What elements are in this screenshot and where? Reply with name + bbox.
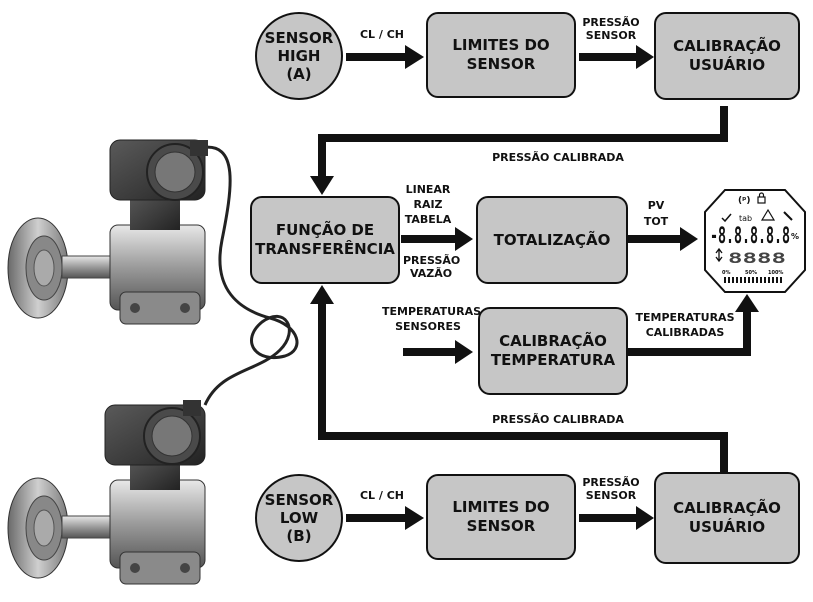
limites-top-line1: LIMITES DO	[452, 36, 550, 54]
arrow-sensor-high-to-limites	[346, 45, 424, 69]
limites-top-line2: SENSOR	[466, 55, 536, 73]
pressao-sensor-bottom-line1: PRESSÃO	[582, 476, 640, 489]
transmitter-bottom	[7, 400, 206, 585]
sensor-low-line1: SENSOR	[264, 491, 334, 509]
arrow-calib-temp-to-lcd	[628, 294, 759, 356]
limites-sensor-bottom-node: LIMITES DO SENSOR	[426, 474, 576, 560]
arrow-limites-to-calibracao-top	[579, 45, 654, 69]
limites-bottom-line1: LIMITES DO	[452, 498, 550, 516]
calibracao-usuario-top-node: CALIBRAÇÃO USUÁRIO	[654, 12, 800, 100]
pressao-sensor-top-line1: PRESSÃO	[582, 16, 640, 29]
sensor-high-line3: (A)	[286, 65, 312, 83]
temperaturas-calibradas-line1: TEMPERATURAS	[635, 311, 735, 324]
lcd-scale-50: 50%	[745, 270, 757, 276]
calib-temp-line2: TEMPERATURA	[490, 351, 616, 369]
arrow-calibracao-to-funcao-bottom	[310, 285, 728, 472]
arrow-sensor-low-to-limites	[346, 506, 424, 530]
lcd-main-digits: -8.8.8.8.8	[710, 224, 790, 249]
sensor-high-node: SENSOR HIGH (A)	[255, 12, 343, 100]
lcd-display: (ᵖ) tab -8.8.8.8.8 % 8888 0% 50% 100%	[704, 189, 806, 293]
funcao-line2: TRANSFERÊNCIA	[255, 240, 395, 258]
calib-usuario-top-line1: CALIBRAÇÃO	[673, 37, 781, 55]
calibracao-usuario-bottom-node: CALIBRAÇÃO USUÁRIO	[654, 472, 800, 564]
pressao-vazao-label: PRESSÃO VAZÃO	[403, 254, 461, 280]
cl-ch-label-top: CL / CH	[359, 28, 405, 41]
pressao-calibrada-label-top: PRESSÃO CALIBRADA	[492, 151, 624, 164]
sensor-low-line2: LOW	[279, 509, 319, 527]
pressao-calibrada-label-bottom: PRESSÃO CALIBRADA	[492, 413, 624, 426]
totalizacao-node: TOTALIZAÇÃO	[476, 196, 628, 284]
funcao-line1: FUNÇÃO DE	[275, 221, 375, 239]
funcao-transferencia-node: FUNÇÃO DE TRANSFERÊNCIA	[250, 196, 400, 284]
pressao-sensor-label-bottom: PRESSÃO SENSOR	[578, 476, 644, 502]
pressao-vazao-line1: PRESSÃO	[403, 254, 461, 267]
temperaturas-sensores-line2: SENSORES	[395, 320, 461, 333]
lcd-scale-0: 0%	[722, 270, 731, 276]
calib-temp-line1: CALIBRAÇÃO	[499, 332, 607, 350]
calib-usuario-bottom-line2: USUÁRIO	[688, 518, 766, 536]
transmitter-top	[7, 139, 208, 325]
pressao-vazao-line2: VAZÃO	[409, 267, 453, 280]
lcd-percent: %	[791, 232, 799, 241]
arrow-limites-to-calibracao-bottom	[579, 506, 654, 530]
temperaturas-calibradas-label: TEMPERATURAS CALIBRADAS	[634, 310, 736, 340]
calib-usuario-top-line2: USUÁRIO	[688, 56, 766, 74]
sensor-low-node: SENSOR LOW (B)	[255, 474, 343, 562]
pressao-sensor-top-line2: SENSOR	[585, 29, 637, 42]
funcoes-tipos-line3: TABELA	[404, 213, 452, 226]
pressao-sensor-label-top: PRESSÃO SENSOR	[578, 16, 644, 42]
temperaturas-calibradas-line2: CALIBRADAS	[645, 326, 725, 339]
lcd-scale-100: 100%	[768, 270, 783, 276]
funcoes-tipos-line2: RAIZ	[413, 198, 443, 211]
pv-label: PV	[647, 199, 665, 212]
arrow-temperaturas-to-calib-temp	[403, 340, 473, 364]
pv-tot-label: PV TOT	[638, 198, 674, 230]
cl-ch-label-bottom: CL / CH	[359, 489, 405, 502]
funcoes-tipos-label: LINEAR RAIZ TABELA	[403, 182, 453, 227]
sensor-low-line3: (B)	[286, 527, 312, 545]
sensor-high-line2: HIGH	[277, 47, 321, 65]
temperaturas-sensores-label: TEMPERATURAS SENSORES	[382, 304, 482, 334]
arrow-calibracao-to-funcao-top	[310, 106, 728, 195]
sensor-high-line1: SENSOR	[264, 29, 334, 47]
arrow-totalizacao-to-lcd	[628, 227, 698, 251]
temperaturas-sensores-line1: TEMPERATURAS	[382, 305, 482, 318]
pressao-sensor-bottom-line2: SENSOR	[585, 489, 637, 502]
limites-sensor-top-node: LIMITES DO SENSOR	[426, 12, 576, 98]
lcd-tab-label: tab	[739, 214, 752, 223]
svg-text:(ᵖ): (ᵖ)	[738, 196, 751, 206]
funcoes-tipos-line1: LINEAR	[405, 183, 451, 196]
arrow-funcao-to-totalizacao	[401, 227, 473, 251]
limites-bottom-line2: SENSOR	[466, 517, 536, 535]
totalizacao-label: TOTALIZAÇÃO	[493, 230, 611, 249]
calib-usuario-bottom-line1: CALIBRAÇÃO	[673, 499, 781, 517]
tot-label: TOT	[643, 215, 669, 228]
transmitter-illustration	[7, 139, 299, 585]
lcd-sub-digits: 8888	[728, 251, 786, 267]
calibracao-temperatura-node: CALIBRAÇÃO TEMPERATURA	[478, 307, 628, 395]
